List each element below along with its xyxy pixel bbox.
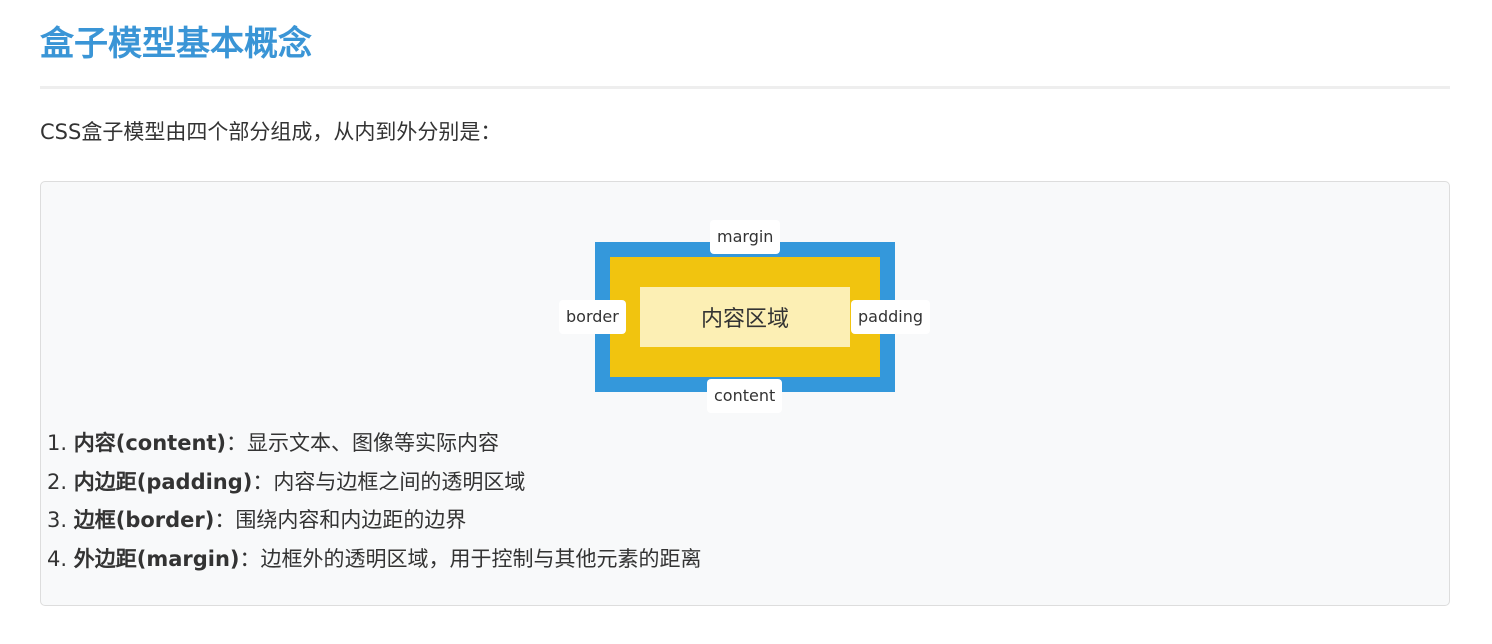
title-divider <box>40 86 1450 89</box>
list-item: 1. 内容(content)：显示文本、图像等实际内容 <box>47 424 702 463</box>
border-label: border <box>559 300 626 334</box>
list-item-index: 3. <box>47 508 68 532</box>
list-item-description: 显示文本、图像等实际内容 <box>247 431 500 455</box>
margin-label: margin <box>710 220 781 254</box>
content-area: 内容区域 <box>640 287 850 347</box>
box-model-parts-list: 1. 内容(content)：显示文本、图像等实际内容 2. 内边距(paddi… <box>47 424 702 578</box>
border-layer: 内容区域 <box>610 257 880 377</box>
padding-label: padding <box>851 300 931 334</box>
page-title: 盒子模型基本概念 <box>40 24 312 64</box>
list-item-separator: ： <box>252 469 274 494</box>
list-item: 2. 内边距(padding)：内容与边框之间的透明区域 <box>47 463 702 502</box>
intro-paragraph: CSS盒子模型由四个部分组成，从内到外分别是： <box>40 120 502 144</box>
list-item-term: 内容(content) <box>73 431 227 455</box>
list-item-term: 内边距(padding) <box>73 469 253 494</box>
list-item-term: 边框(border) <box>73 508 215 532</box>
list-item: 3. 边框(border)：围绕内容和内边距的边界 <box>47 501 702 540</box>
list-item-description: 内容与边框之间的透明区域 <box>273 469 526 494</box>
list-item-separator: ： <box>239 546 261 571</box>
list-item-index: 2. <box>47 469 68 494</box>
list-item-term: 外边距(margin) <box>73 546 240 571</box>
content-label: content <box>707 379 783 413</box>
list-item-description: 边框外的透明区域，用于控制与其他元素的距离 <box>260 546 702 571</box>
list-item-index: 4. <box>47 546 68 571</box>
box-model-diagram: 内容区域 margin border padding content <box>559 220 931 413</box>
content-area-label: 内容区域 <box>700 307 789 332</box>
list-item-separator: ： <box>226 431 248 455</box>
list-item-separator: ： <box>214 508 236 532</box>
list-item: 4. 外边距(margin)：边框外的透明区域，用于控制与其他元素的距离 <box>47 540 702 579</box>
list-item-index: 1. <box>47 431 68 455</box>
list-item-description: 围绕内容和内边距的边界 <box>235 508 467 532</box>
box-model-example-panel: 内容区域 margin border padding content 1. 内容… <box>40 181 1450 606</box>
